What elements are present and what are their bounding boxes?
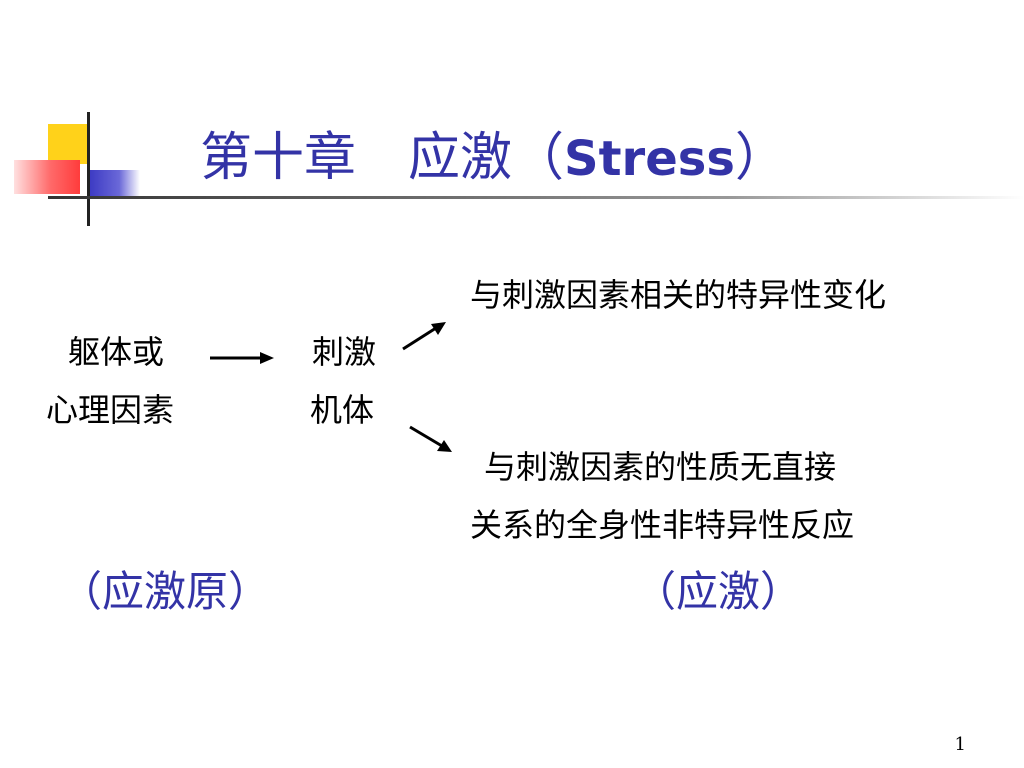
stressor-label: （应激原） — [60, 567, 271, 616]
stressor-source-line2: 心理因素 — [46, 391, 175, 429]
deco-yellow-square — [48, 124, 88, 164]
slide-title: 第十章 应激（Stress） — [200, 122, 787, 194]
stressor-source-line1: 躯体或 — [68, 333, 165, 371]
title-suffix: ） — [734, 128, 787, 188]
stress-label: （应激） — [634, 567, 803, 616]
nonspecific-response-line1: 与刺激因素的性质无直接 — [484, 448, 837, 486]
organism-label: 机体 — [310, 391, 375, 429]
deco-horizontal-line — [48, 196, 1024, 199]
deco-vertical-line — [87, 112, 90, 226]
nonspecific-response-line2: 关系的全身性非特异性反应 — [470, 506, 855, 544]
title-latin: Stress — [564, 131, 735, 187]
deco-red-bar — [14, 160, 80, 194]
arrow-down-right-icon — [409, 425, 452, 452]
title-prefix: 第十章 应激（ — [200, 128, 565, 188]
slide-decoration — [14, 112, 1024, 226]
arrow-up-right-icon — [402, 322, 446, 351]
deco-blue-bar — [88, 170, 140, 198]
arrow-right-icon — [210, 352, 274, 364]
page-number: 1 — [954, 734, 966, 755]
specific-change-text: 与刺激因素相关的特异性变化 — [470, 276, 887, 314]
stimulus-label: 刺激 — [312, 333, 377, 371]
